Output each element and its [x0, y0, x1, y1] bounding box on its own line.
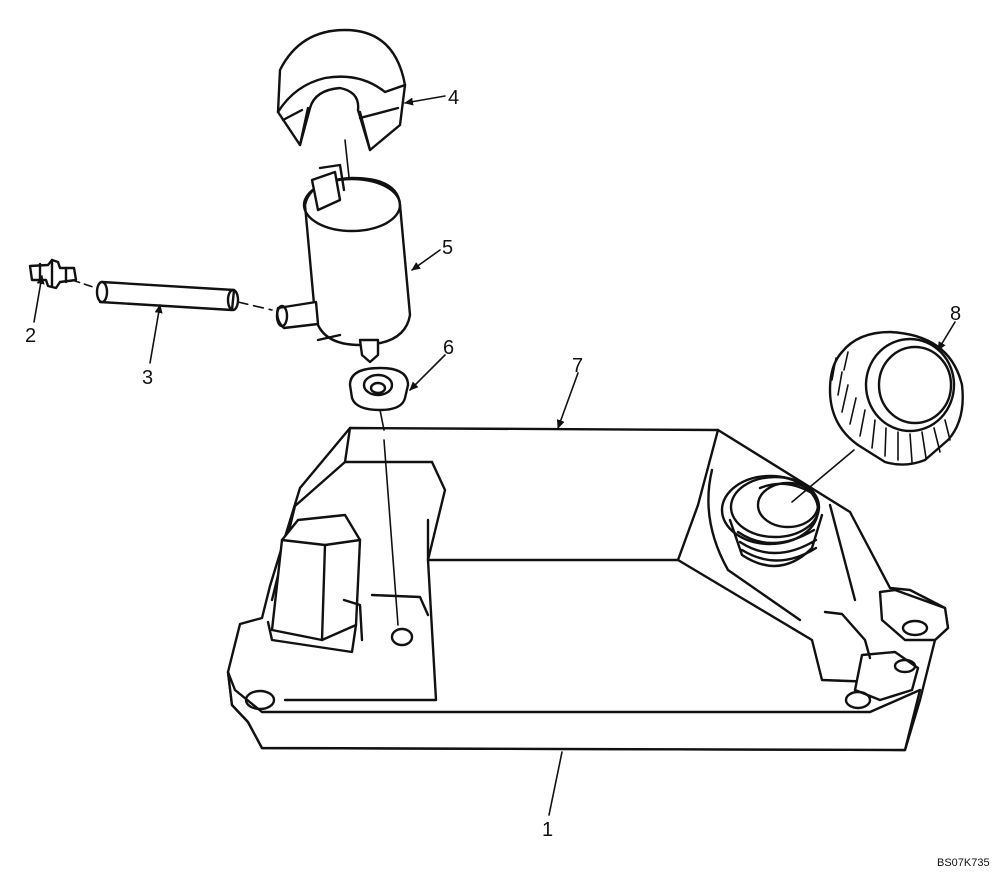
callout-6: 6 — [443, 337, 454, 359]
callout-4: 4 — [448, 87, 459, 109]
callout-7: 7 — [572, 355, 583, 377]
callout-2: 2 — [25, 325, 36, 347]
reservoir-tank — [226, 426, 950, 752]
callout-8: 8 — [950, 303, 961, 325]
filler-cap — [791, 330, 964, 503]
grommet — [348, 366, 410, 626]
nozzle-fitting — [28, 258, 78, 290]
leader-lines — [33, 95, 956, 816]
callout-3: 3 — [142, 367, 153, 389]
hose — [71, 279, 273, 312]
washer-pump — [275, 163, 412, 364]
callout-1: 1 — [542, 819, 553, 841]
drawing-code: BS07K735 — [937, 857, 990, 869]
callout-5: 5 — [442, 237, 453, 259]
